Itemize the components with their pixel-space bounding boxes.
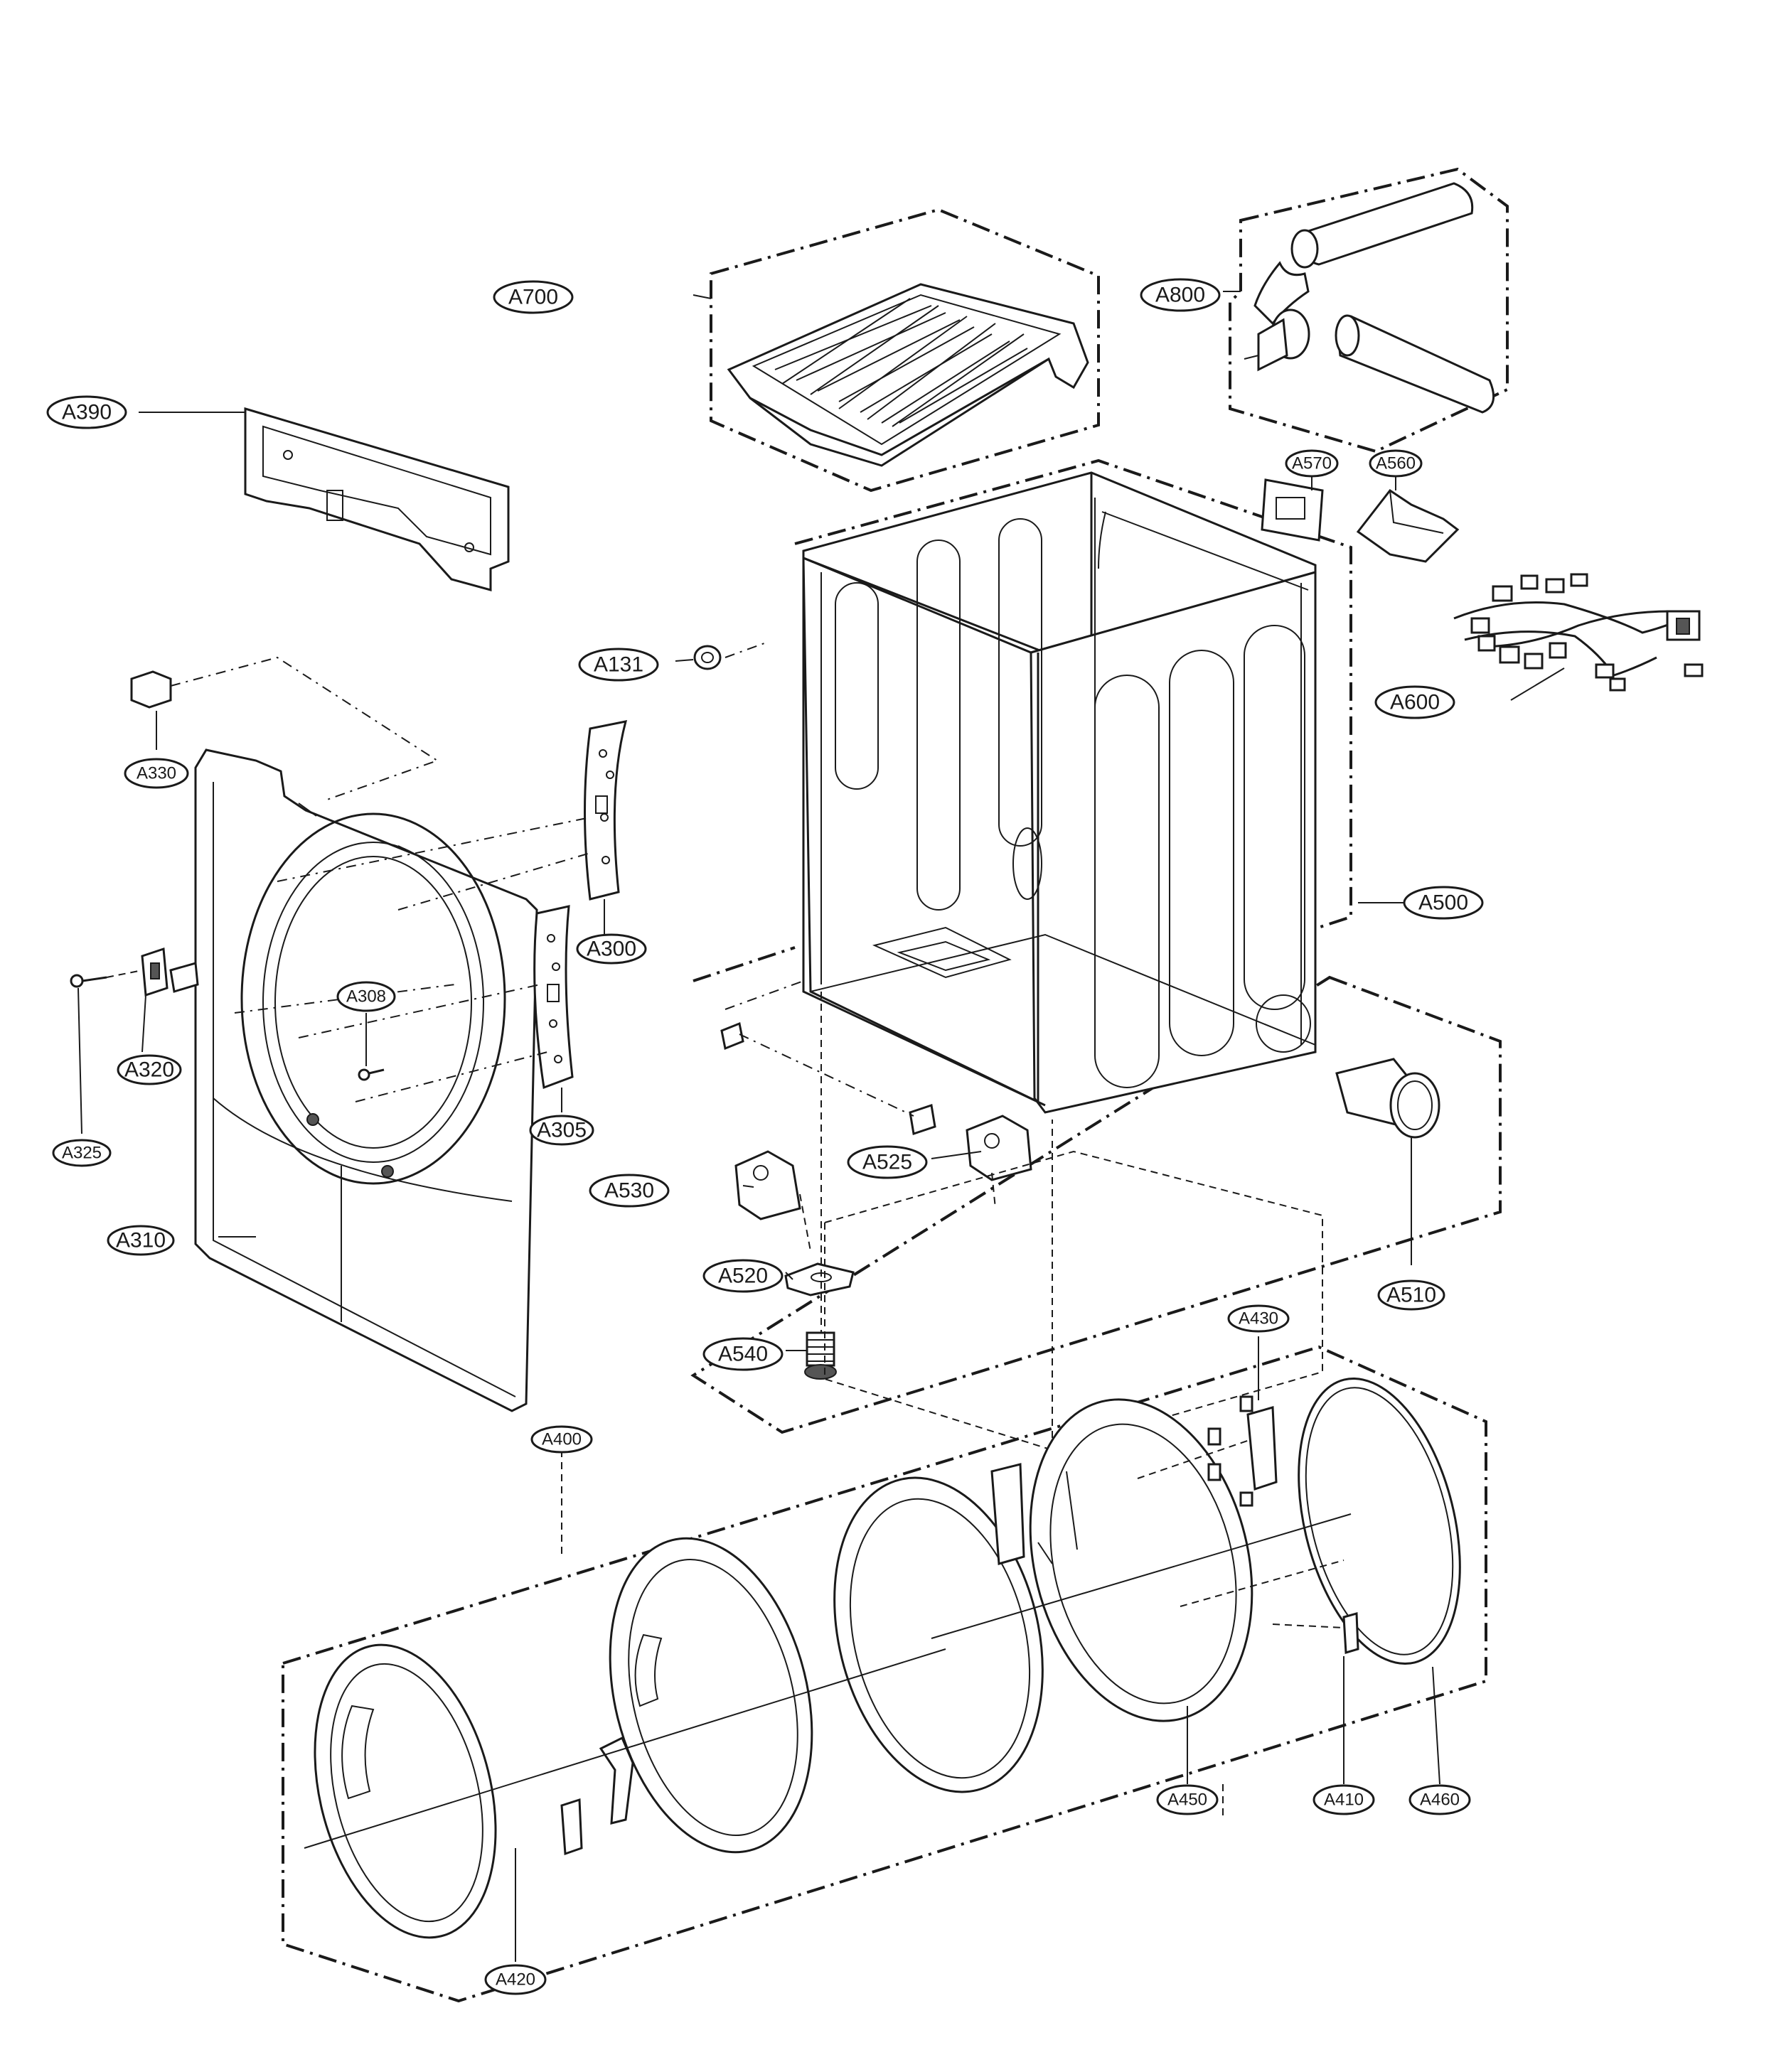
front-panel bbox=[194, 748, 538, 1412]
callout-a525: A525 bbox=[847, 1145, 928, 1179]
callout-a308: A308 bbox=[336, 981, 396, 1012]
cover-plate bbox=[1261, 478, 1324, 542]
door-hidden-lines bbox=[1137, 1439, 1344, 1820]
sensor-bracket bbox=[130, 656, 439, 800]
upper-hinge-plate bbox=[584, 720, 628, 901]
callout-a400-text: A400 bbox=[542, 1430, 582, 1449]
callout-a390: A390 bbox=[46, 395, 127, 429]
callout-a460-text: A460 bbox=[1420, 1791, 1460, 1810]
cabinet-assembly bbox=[802, 471, 1317, 1114]
exhaust-duct-assembly bbox=[1244, 182, 1495, 414]
callout-a500: A500 bbox=[1403, 886, 1484, 920]
base-leg-brackets bbox=[720, 980, 936, 1135]
wire-harness bbox=[1453, 573, 1704, 692]
callout-a525-text: A525 bbox=[862, 1151, 912, 1174]
callout-a305-text: A305 bbox=[537, 1119, 587, 1142]
callout-a560-text: A560 bbox=[1376, 454, 1416, 473]
callout-a305: A305 bbox=[529, 1115, 594, 1146]
callout-a800: A800 bbox=[1140, 278, 1221, 312]
callout-a520: A520 bbox=[702, 1259, 784, 1293]
callout-a420-text: A420 bbox=[496, 1970, 535, 1990]
callout-a530: A530 bbox=[589, 1174, 670, 1208]
door-outer-ring bbox=[314, 1643, 497, 1939]
duct-clip bbox=[1356, 488, 1460, 563]
callout-a600-text: A600 bbox=[1390, 691, 1440, 714]
leveling-foot bbox=[804, 1331, 837, 1380]
callout-a700: A700 bbox=[493, 280, 574, 314]
callout-a700-text: A700 bbox=[508, 286, 558, 309]
callout-a310-text: A310 bbox=[116, 1229, 166, 1252]
callout-a330: A330 bbox=[124, 758, 189, 789]
callout-a325: A325 bbox=[52, 1139, 112, 1167]
grommet bbox=[693, 643, 765, 670]
leg-plate bbox=[784, 1262, 855, 1297]
door-inner-ring bbox=[609, 1537, 813, 1854]
callout-a600: A600 bbox=[1374, 685, 1455, 719]
callout-a540-text: A540 bbox=[718, 1343, 768, 1366]
callout-a131-text: A131 bbox=[594, 653, 643, 677]
callout-a560: A560 bbox=[1369, 449, 1423, 478]
group-boundary-top-cover bbox=[710, 208, 1100, 493]
callout-a500-text: A500 bbox=[1418, 891, 1468, 915]
callout-a390-text: A390 bbox=[62, 401, 112, 424]
door-center-axis bbox=[304, 1513, 1352, 1849]
door-hinge bbox=[1207, 1395, 1278, 1507]
lower-hinge-plate bbox=[533, 905, 574, 1090]
hinge-block bbox=[141, 947, 199, 997]
door-screw bbox=[358, 1068, 385, 1081]
callout-a450: A450 bbox=[1156, 1784, 1219, 1815]
front-leg-bracket bbox=[734, 1150, 801, 1220]
callout-a450-text: A450 bbox=[1167, 1791, 1207, 1810]
group-boundary-base bbox=[690, 946, 1502, 1434]
callout-a420: A420 bbox=[484, 1964, 547, 1995]
group-boundary-duct bbox=[1229, 167, 1509, 453]
door-gasket bbox=[1298, 1377, 1461, 1665]
callout-a300-text: A300 bbox=[587, 938, 636, 961]
callout-a510-text: A510 bbox=[1386, 1284, 1436, 1307]
control-panel-bracket bbox=[244, 407, 510, 591]
callout-a570-text: A570 bbox=[1292, 454, 1332, 473]
exhaust-duct-stub bbox=[1335, 1058, 1440, 1139]
leg-alignment-lines bbox=[799, 992, 996, 1333]
callout-a530-text: A530 bbox=[604, 1179, 654, 1203]
callout-a520-text: A520 bbox=[718, 1265, 768, 1288]
callout-a800-text: A800 bbox=[1155, 284, 1205, 307]
door-frame bbox=[990, 1398, 1253, 1722]
callout-a320-text: A320 bbox=[124, 1058, 174, 1082]
door-strike bbox=[1342, 1612, 1359, 1654]
callout-a330-text: A330 bbox=[137, 764, 176, 783]
callout-a325-text: A325 bbox=[62, 1144, 102, 1163]
callout-a570: A570 bbox=[1285, 449, 1339, 478]
callout-a460: A460 bbox=[1408, 1784, 1471, 1815]
top-cover-assembly bbox=[727, 283, 1089, 467]
callout-a320: A320 bbox=[117, 1054, 182, 1085]
group-boundary-door bbox=[282, 1345, 1487, 2003]
callout-a310: A310 bbox=[107, 1225, 175, 1256]
callout-a410-text: A410 bbox=[1324, 1791, 1364, 1810]
callout-a300: A300 bbox=[576, 933, 647, 965]
callout-a410: A410 bbox=[1312, 1784, 1375, 1815]
callout-a400: A400 bbox=[530, 1425, 593, 1454]
group-boundary-cabinet bbox=[794, 458, 1352, 975]
leader-lines bbox=[77, 291, 1565, 1962]
hinge-screw bbox=[70, 970, 143, 988]
callout-a430: A430 bbox=[1227, 1304, 1290, 1333]
callout-a510: A510 bbox=[1377, 1279, 1445, 1311]
callout-a430-text: A430 bbox=[1239, 1309, 1278, 1328]
callout-a308-text: A308 bbox=[346, 987, 386, 1007]
callout-a131: A131 bbox=[578, 648, 659, 682]
callout-a540: A540 bbox=[702, 1337, 784, 1371]
door-glass bbox=[833, 1476, 1044, 1793]
door-handle-parts bbox=[560, 1736, 634, 1856]
leg-mounting-bracket bbox=[966, 1115, 1032, 1181]
